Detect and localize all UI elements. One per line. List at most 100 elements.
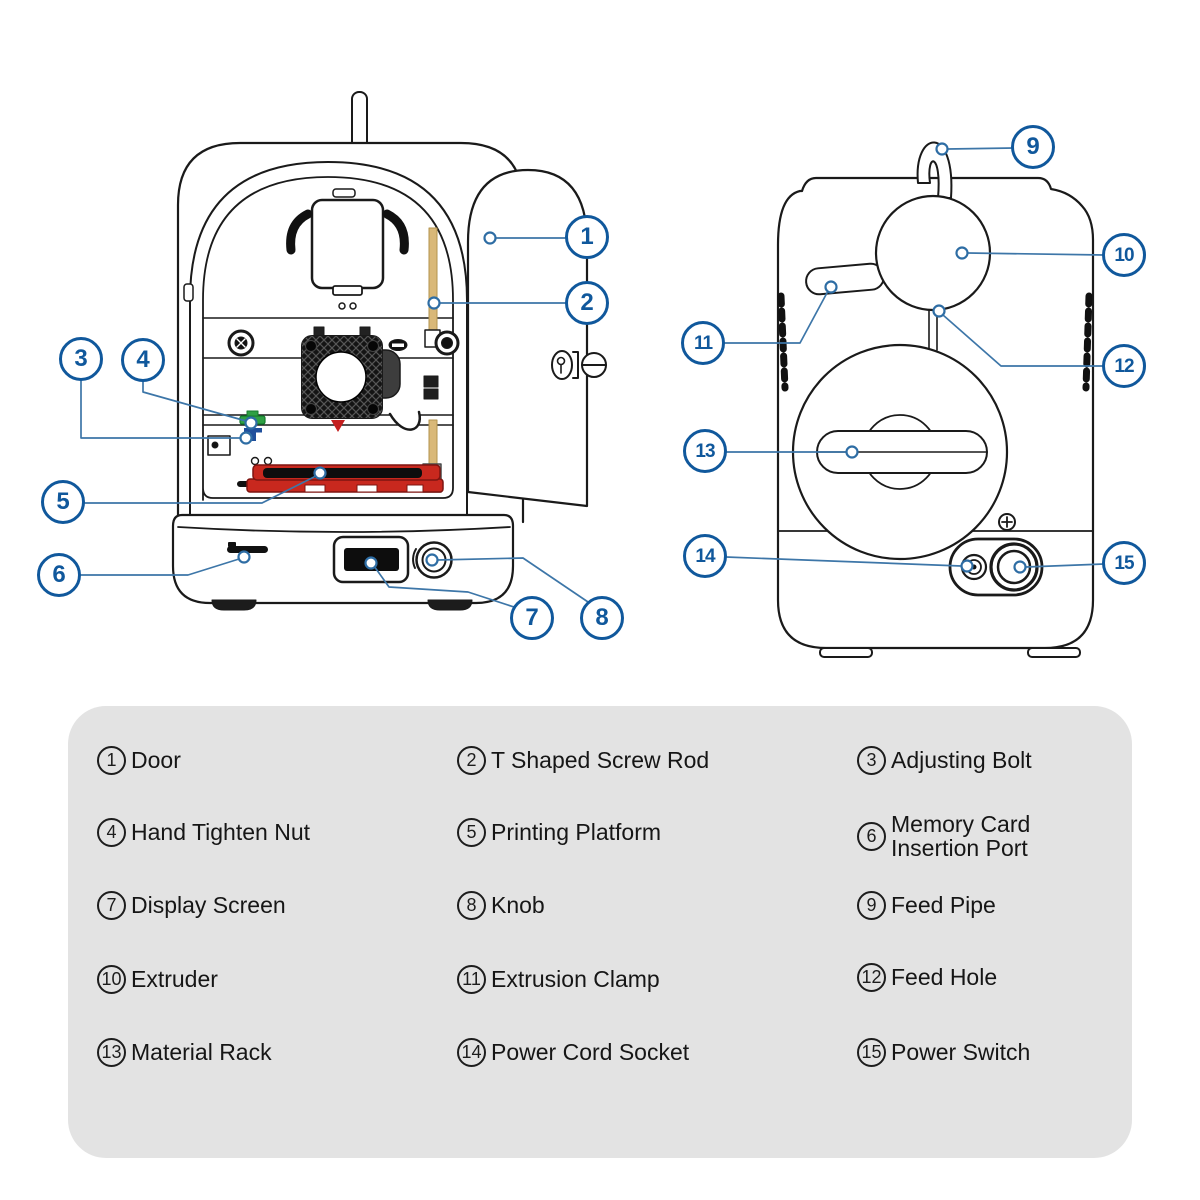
legend-num: 6 [857,821,886,851]
legend-num: 2 [457,746,486,775]
panel-hole [338,302,346,310]
legend-label: Feed Pipe [891,892,996,919]
legend-label: Knob [491,892,545,919]
legend-label: Power Cord Socket [491,1039,690,1066]
legend-item-power-cord-socket: 14 Power Cord Socket [457,1038,689,1067]
legend-num: 7 [97,891,126,920]
legend-label: Feed Hole [891,964,998,991]
bracket-dot [211,441,219,449]
legend-num: 15 [857,1038,886,1067]
legend-label: Hand Tighten Nut [131,819,311,846]
legend-item-hand-tighten-nut: 4 Hand Tighten Nut [97,818,310,847]
callout-1: 1 [565,215,609,259]
arch-left-tab [183,283,194,302]
legend-item-extrusion-clamp: 11 Extrusion Clamp [457,965,660,994]
legend-item-power-switch: 15 Power Switch [857,1038,1030,1067]
memory-card-slot [227,542,268,553]
callout-3: 3 [59,337,103,381]
callout-9: 9 [1011,125,1055,169]
panel-hole [349,302,357,310]
panel-hole [250,456,260,466]
legend-item-material-rack: 13 Material Rack [97,1038,272,1067]
limit-block [423,375,439,388]
legend-label: Memory Card Insertion Port [891,811,1031,862]
foot [1027,647,1081,658]
foot [819,647,873,658]
callout-11: 11 [681,321,725,365]
leader-lines [78,147,1105,609]
legend-label: Extruder [131,966,218,993]
legend-item-feed-hole: 12 Feed Hole [857,963,997,992]
legend-item-adjusting-bolt: 3 Adjusting Bolt [857,746,1032,775]
callout-14: 14 [683,534,727,578]
callout-13: 13 [683,429,727,473]
legend-num: 10 [97,965,126,994]
callout-5: 5 [41,480,85,524]
rail-screw-right [434,330,460,356]
legend-label: Door [131,747,181,774]
legend-item-extruder: 10 Extruder [97,965,218,994]
callout-2: 2 [565,281,609,325]
t-screw-rod-lower [428,419,438,469]
case-screw [998,513,1016,531]
callout-7: 7 [510,596,554,640]
legend-label: T Shaped Screw Rod [491,747,710,774]
shroud-clip-right [382,209,409,255]
printing-platform [246,464,444,493]
adjusting-bolt [244,428,262,441]
legend-label: Extrusion Clamp [491,966,660,993]
legend-num: 13 [97,1038,126,1067]
legend-item-memory-card-insertion-port: 6 Memory Card Insertion Port [857,812,1030,860]
chamber-arch-outer [189,161,468,516]
extrusion-clamp [805,262,885,296]
legend-item-display-screen: 7 Display Screen [97,891,286,920]
callout-12: 12 [1102,344,1146,388]
anchor-dots [237,142,1027,574]
legend-item-door: 1 Door [97,746,181,775]
shroud-clip-left [286,209,313,255]
legend-num: 3 [857,746,886,775]
limit-block [423,388,439,400]
legend-num: 9 [857,891,886,920]
printer-back-view [776,141,1095,658]
vent-right [1082,292,1093,392]
legend-item-printing-platform: 5 Printing Platform [457,818,661,847]
cooling-fan [301,326,383,419]
nozzle-tip [331,420,345,432]
t-screw-rod-upper [428,227,438,337]
rail-screw-left [227,329,255,357]
legend-item-feed-pipe: 9 Feed Pipe [857,891,996,920]
legend-label: Material Rack [131,1039,272,1066]
shroud-tab [332,285,363,296]
printer-front-view [171,91,607,611]
callout-8: 8 [580,596,624,640]
foot [211,599,257,611]
legend-label: Printing Platform [491,819,662,846]
extruder-shroud [310,198,385,290]
legend-label: Display Screen [131,892,286,919]
wire-hook [388,410,422,431]
legend-num: 5 [457,818,486,847]
legend-item-knob: 8 Knob [457,891,545,920]
legend-num: 1 [97,746,126,775]
foot [427,599,473,611]
legend-num: 14 [457,1038,486,1067]
legend-num: 11 [457,965,486,994]
legend-panel [68,706,1132,1158]
callout-6: 6 [37,553,81,597]
callout-10: 10 [1102,233,1146,277]
rail-screw-small [388,339,408,351]
legend-num: 8 [457,891,486,920]
legend-label: Adjusting Bolt [891,747,1032,774]
base-seam [177,526,511,533]
legend-item-t-shaped-screw-rod: 2 T Shaped Screw Rod [457,746,709,775]
callout-15: 15 [1102,541,1146,585]
legend-label: Power Switch [891,1039,1031,1066]
legend-num: 12 [857,963,886,992]
corner-bracket [207,435,231,456]
legend-num: 4 [97,818,126,847]
vent-left [777,292,789,392]
arch-top-tab [332,188,356,198]
